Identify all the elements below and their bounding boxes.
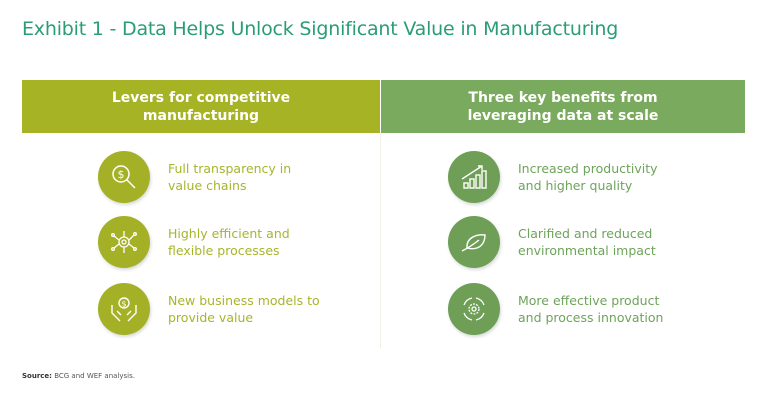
right-header: Three key benefits from leveraging data … xyxy=(381,80,745,133)
lever-text: Highly efficient and flexible processes xyxy=(168,226,290,258)
leaf-icon xyxy=(448,216,500,268)
growth-chart-icon xyxy=(448,151,500,203)
left-header-text: Levers for competitive manufacturing xyxy=(111,89,291,124)
svg-text:$: $ xyxy=(121,300,126,309)
benefit-item: More effective product and process innov… xyxy=(448,283,678,335)
lever-text: Full transparency in value chains xyxy=(168,161,292,193)
source-text: BCG and WEF analysis. xyxy=(54,372,135,380)
left-header: Levers for competitive manufacturing xyxy=(22,80,380,133)
source-label: Source: xyxy=(22,372,52,380)
right-header-text: Three key benefits from leveraging data … xyxy=(467,89,659,124)
svg-text:$: $ xyxy=(118,168,125,181)
hands-coin-icon: $ xyxy=(98,283,150,335)
lever-item: $ Full transparency in value chains xyxy=(98,151,328,203)
column-divider xyxy=(380,133,381,348)
source-note: Source: BCG and WEF analysis. xyxy=(22,372,135,380)
benefit-text: More effective product and process innov… xyxy=(518,293,664,325)
dollar-magnifier-icon: $ xyxy=(98,151,150,203)
gear-cycle-icon xyxy=(448,283,500,335)
benefit-text: Clarified and reduced environmental impa… xyxy=(518,226,656,258)
benefit-item: Increased productivity and higher qualit… xyxy=(448,151,678,203)
benefit-item: Clarified and reduced environmental impa… xyxy=(448,216,678,268)
lever-item: $ New business models to provide value xyxy=(98,283,328,335)
page-title: Exhibit 1 - Data Helps Unlock Significan… xyxy=(22,18,619,40)
benefit-text: Increased productivity and higher qualit… xyxy=(518,161,658,193)
lever-item: Highly efficient and flexible processes xyxy=(98,216,328,268)
gear-circuit-icon xyxy=(98,216,150,268)
lever-text: New business models to provide value xyxy=(168,293,320,325)
